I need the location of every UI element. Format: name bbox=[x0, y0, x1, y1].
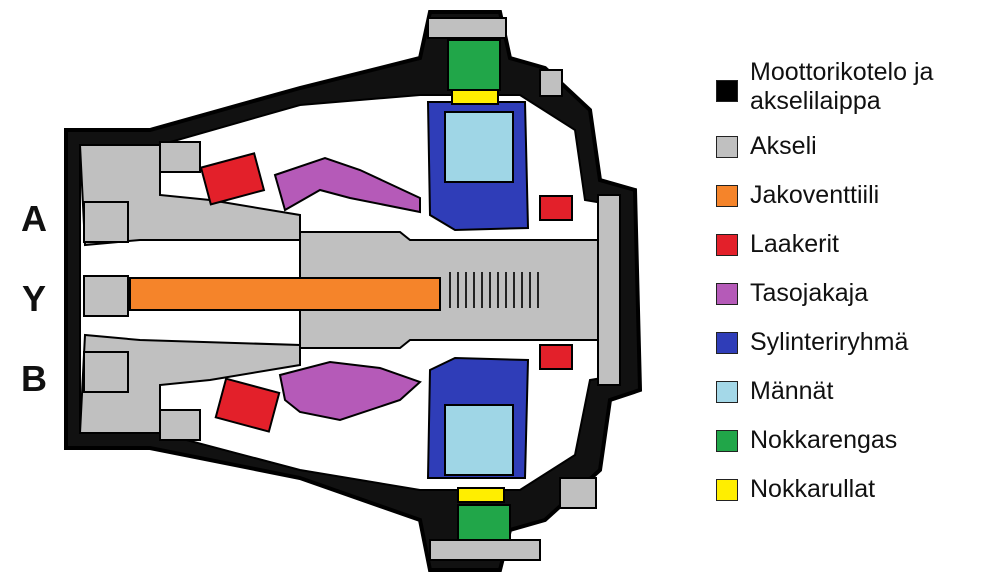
legend-item-valve: Jakoventtiili bbox=[716, 181, 986, 210]
legend-swatch bbox=[716, 479, 738, 501]
legend-label: Männät bbox=[750, 377, 834, 405]
cam-roller-lower bbox=[457, 487, 505, 503]
legend: Moottorikotelo ja akselilaippa Akseli Ja… bbox=[716, 58, 986, 504]
legend-swatch bbox=[716, 332, 738, 354]
port-block-upper bbox=[83, 201, 129, 243]
bearing-lower-right bbox=[539, 344, 573, 370]
legend-item-plate: Tasojakaja bbox=[716, 279, 986, 308]
port-block-lower bbox=[83, 351, 129, 393]
housing-bolt-bottom bbox=[429, 539, 541, 561]
legend-item-bearings: Laakerit bbox=[716, 230, 986, 259]
motor-cross-section bbox=[64, 10, 643, 572]
piston-lower bbox=[444, 404, 514, 476]
legend-swatch bbox=[716, 283, 738, 305]
legend-label: Sylinteriryhmä bbox=[750, 328, 909, 356]
legend-label: Akseli bbox=[750, 132, 817, 160]
legend-item-shaft: Akseli bbox=[716, 132, 986, 161]
legend-label: Jakoventtiili bbox=[750, 181, 880, 209]
port-block-middle bbox=[83, 275, 129, 317]
legend-swatch bbox=[716, 185, 738, 207]
port-label-b: B bbox=[21, 358, 47, 399]
legend-swatch bbox=[716, 136, 738, 158]
legend-label: Nokkarengas bbox=[750, 426, 898, 454]
legend-label: Tasojakaja bbox=[750, 279, 869, 307]
bearing-lower-left bbox=[214, 377, 281, 433]
distribution-valve bbox=[129, 277, 441, 311]
plate-distributor-upper bbox=[273, 156, 421, 214]
housing-bolt-right-lower bbox=[559, 477, 597, 509]
legend-swatch bbox=[716, 234, 738, 256]
plate-distributor-lower bbox=[278, 360, 422, 422]
legend-label: Laakerit bbox=[750, 230, 839, 258]
legend-label: Nokkarullat bbox=[750, 475, 876, 503]
shaft-spring bbox=[449, 272, 539, 308]
piston-upper bbox=[444, 111, 514, 183]
legend-label: Moottorikotelo ja akselilaippa bbox=[750, 58, 934, 115]
housing-bolt-top bbox=[427, 17, 507, 39]
legend-item-rollers: Nokkarullat bbox=[716, 475, 986, 504]
housing-bolt-right-upper bbox=[539, 69, 563, 97]
bearing-upper-left bbox=[199, 152, 266, 206]
cam-ring-upper bbox=[447, 39, 501, 91]
shaft-flange bbox=[597, 194, 621, 386]
bearing-upper-right bbox=[539, 195, 573, 221]
legend-swatch bbox=[716, 80, 738, 102]
port-label-y: Y bbox=[21, 278, 46, 319]
legend-item-camring: Nokkarengas bbox=[716, 426, 986, 455]
legend-swatch bbox=[716, 381, 738, 403]
legend-item-pistons: Männät bbox=[716, 377, 986, 406]
legend-item-cylinder: Sylinteriryhmä bbox=[716, 328, 986, 357]
seal-lower-left bbox=[159, 409, 201, 441]
cam-roller-upper bbox=[451, 89, 499, 105]
seal-upper-left bbox=[159, 141, 201, 173]
legend-swatch bbox=[716, 430, 738, 452]
cam-ring-lower bbox=[457, 504, 511, 544]
port-label-a: A bbox=[21, 198, 47, 239]
legend-item-housing: Moottorikotelo ja akselilaippa bbox=[716, 58, 986, 116]
